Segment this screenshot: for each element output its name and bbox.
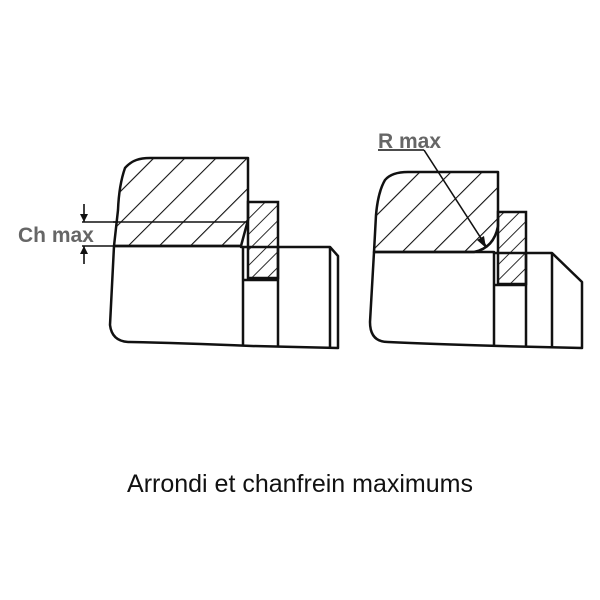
radius-arrowhead <box>477 236 486 248</box>
right-shaft-body <box>368 250 584 350</box>
chamfer-arrowhead-top <box>80 214 88 222</box>
left-shaft-body <box>108 244 340 350</box>
chamfer-label: Ch max <box>18 224 94 247</box>
radius-leader-diagonal <box>423 149 487 247</box>
right-bearing-ring <box>372 170 500 254</box>
left-figure-chamfer: Ch max <box>18 156 340 350</box>
left-bearing-ring <box>112 156 250 248</box>
right-shoulder-ring <box>496 210 528 286</box>
chamfer-arrowhead-bottom <box>80 246 88 254</box>
left-shoulder-ring <box>246 200 280 280</box>
right-figure-radius: R max <box>368 130 584 350</box>
diagram-caption: Arrondi et chanfrein maximums <box>127 470 473 498</box>
radius-label: R max <box>378 130 441 153</box>
